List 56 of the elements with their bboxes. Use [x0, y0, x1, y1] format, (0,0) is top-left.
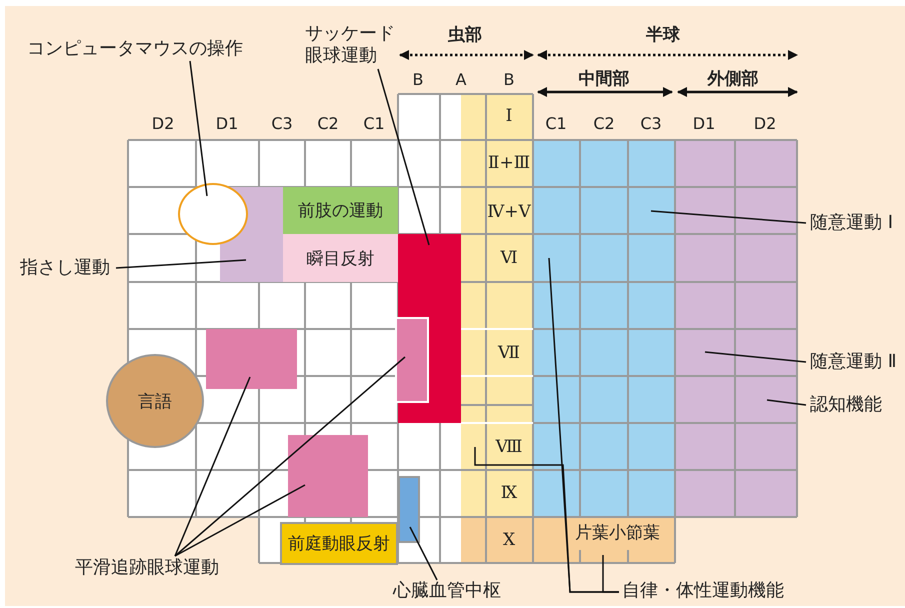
lobule-numeral: Ⅹ — [502, 530, 516, 550]
lobule-numeral: Ⅳ+Ⅴ — [487, 202, 531, 222]
lobule-numeral: Ⅱ+Ⅲ — [488, 153, 530, 173]
lobule-numeral: Ⅵ — [500, 248, 518, 268]
section-heading: 外側部 — [708, 69, 758, 89]
leader-line — [704, 351, 806, 363]
column-label: C3 — [271, 114, 293, 134]
region-box — [533, 140, 675, 517]
column-label: C2 — [593, 114, 615, 134]
lobule-numeral: Ⅶ — [498, 343, 520, 363]
section-heading: 中間部 — [578, 69, 630, 89]
column-label: C1 — [363, 114, 385, 134]
leader-line — [174, 356, 406, 557]
leader-line — [474, 447, 619, 593]
column-label: C3 — [640, 114, 662, 134]
callout-label: サッケード眼球運動 — [305, 23, 401, 67]
vermis-band — [461, 94, 533, 517]
column-label: D1 — [216, 114, 238, 134]
leader-line — [174, 376, 251, 556]
region-box — [206, 329, 297, 389]
section-heading: 虫部 — [448, 25, 482, 45]
leader-line — [116, 259, 246, 269]
lobule-numeral: Ⅰ — [506, 106, 512, 126]
lobe-box: 片葉小節葉 — [533, 517, 675, 563]
column-label: C1 — [545, 114, 567, 134]
callout-label: 指さし運動 — [20, 258, 110, 278]
leader-line — [174, 484, 306, 557]
region-box: 前肢の運動 — [283, 187, 398, 234]
region-box — [395, 317, 429, 403]
callout-label: コンピュータマウスの操作 — [27, 39, 243, 59]
column-label: D2 — [152, 114, 174, 134]
region-box — [398, 476, 420, 543]
callout-label: 平滑追跡眼球運動 — [75, 558, 219, 578]
callout-label: 随意運動 Ⅰ — [810, 213, 894, 233]
leader-line — [189, 60, 208, 196]
column-label: B — [412, 70, 424, 90]
column-label: A — [456, 70, 466, 90]
leader-line — [766, 399, 806, 406]
callout-label: 認知機能 — [810, 395, 882, 415]
leader-line — [409, 526, 438, 580]
callout-label: 心臓血管中枢 — [393, 581, 501, 601]
lobule-numeral: Ⅷ — [496, 437, 522, 457]
region-box — [675, 140, 797, 517]
region-box: 瞬目反射 — [283, 234, 398, 282]
region-box — [288, 435, 368, 517]
column-label: D1 — [692, 114, 716, 134]
column-label: C2 — [317, 114, 339, 134]
leader-line — [650, 210, 806, 224]
callout-label: 自律・体性運動機能 — [622, 581, 784, 601]
column-label: B — [504, 70, 514, 90]
leader-line — [377, 68, 430, 246]
region-box: 前庭動眼反射 — [280, 522, 398, 565]
lobule-numeral: Ⅸ — [500, 483, 518, 503]
section-heading: 半球 — [646, 25, 680, 45]
column-label: D2 — [754, 114, 776, 134]
callout-label: 随意運動 Ⅱ — [810, 352, 897, 372]
